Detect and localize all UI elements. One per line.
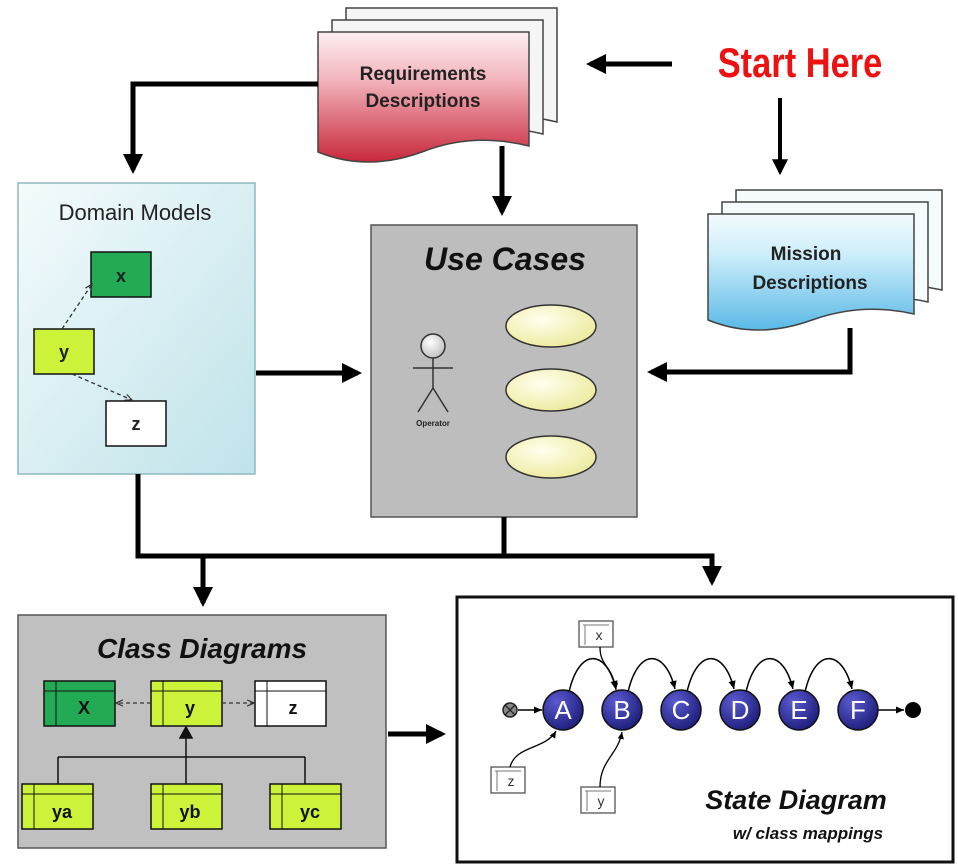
state-node — [542, 689, 584, 731]
requirements-label-line1: Requirements — [360, 64, 487, 85]
requirements-label-line2: Descriptions — [365, 91, 480, 112]
state-diagram-subtitle: w/ class mappings — [733, 824, 883, 843]
mapping-box-y-label: y — [598, 793, 605, 809]
transition-arc — [686, 658, 736, 693]
domain-box-z — [105, 400, 167, 447]
arrow-mission-to-usecases — [647, 328, 853, 382]
domain-box-z-label: z — [132, 414, 141, 434]
domain-box-x-label: x — [116, 266, 126, 286]
class-box-yb-label: yb — [179, 802, 200, 822]
use-case-ellipse-1 — [505, 304, 597, 348]
domain-box-y — [33, 328, 95, 375]
state-node — [660, 689, 702, 731]
class-box-y-label: y — [185, 698, 195, 718]
state-label: E — [790, 695, 807, 725]
class-diagrams-panel: Class Diagrams X y z ya — [17, 614, 387, 849]
state-node — [778, 689, 820, 731]
use-case-ellipse-3 — [505, 435, 597, 479]
state-label: A — [554, 695, 572, 725]
arrow-requirements-to-domain — [123, 81, 318, 174]
domain-box-y-label: y — [59, 342, 69, 362]
class-box-yc — [269, 783, 342, 830]
mapping-x-to-B — [599, 646, 619, 691]
class-box-ya-label: ya — [52, 802, 73, 822]
actor-icon — [413, 333, 453, 413]
state-label: F — [850, 695, 866, 725]
actor-label: Operator — [416, 419, 450, 428]
domain-dep-y-z — [71, 373, 132, 400]
class-box-y — [150, 680, 223, 727]
inheritance-tree — [57, 725, 306, 784]
domain-box-x — [90, 251, 152, 298]
use-case-ellipse-2 — [505, 368, 597, 412]
class-box-z-label: z — [289, 698, 298, 718]
use-cases-panel: Use Cases Operator — [370, 224, 638, 518]
use-cases-title: Use Cases — [424, 241, 586, 277]
state-machine: A B C D E Fx z y — [490, 620, 921, 814]
class-box-yc-label: yc — [300, 802, 320, 822]
arrow-to-state-diagram — [135, 474, 722, 586]
domain-models-title: Domain Models — [59, 200, 212, 225]
state-node — [601, 689, 643, 731]
initial-state-cross — [504, 704, 516, 716]
class-box-z — [254, 680, 327, 727]
state-node — [837, 689, 879, 731]
mapping-box-x-label: x — [596, 627, 603, 643]
state-label: B — [613, 695, 630, 725]
transition-arc — [627, 658, 677, 693]
state-label: C — [672, 695, 691, 725]
state-node — [719, 689, 761, 731]
mission-descriptions: Mission Descriptions — [707, 189, 943, 331]
final-state-icon — [905, 702, 921, 718]
state-diagram-panel: State Diagram w/ class mappings A B C D E Fx z… — [455, 595, 955, 864]
state-label: D — [731, 695, 750, 725]
start-here-label: Start Here — [718, 40, 883, 87]
requirements-descriptions: Requirements Descriptions — [317, 7, 558, 163]
domain-models-panel: Domain Models x y z — [17, 182, 256, 475]
class-diagrams-title: Class Diagrams — [97, 633, 307, 664]
mapping-box-z-label: z — [508, 773, 515, 789]
mission-label-line2: Descriptions — [752, 273, 867, 294]
domain-dep-y-x — [61, 284, 92, 330]
state-diagram-title: State Diagram — [705, 785, 887, 815]
class-box-x — [43, 680, 116, 727]
class-box-ya — [21, 783, 94, 830]
mapping-z-to-A — [509, 730, 557, 768]
flow-arrows — [123, 54, 853, 744]
mapping-y-to-B — [599, 731, 624, 788]
class-box-x-label: X — [78, 698, 90, 718]
transition-arc — [804, 658, 854, 693]
transition-arc — [745, 658, 795, 693]
mission-label-line1: Mission — [771, 244, 842, 265]
